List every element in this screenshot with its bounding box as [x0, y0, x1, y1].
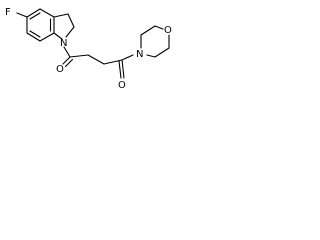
- bond-c6-c7-inner: [29, 30, 41, 38]
- atom-amide-oxygen-2: O: [118, 80, 126, 91]
- bond-c3-c2: [67, 13, 75, 28]
- bond-c8-c9: [69, 54, 89, 58]
- bond-c11-n2: [121, 54, 134, 61]
- bond-n1-c8: [63, 46, 71, 58]
- bond-c3a-c4: [39, 8, 55, 18]
- bond-c8-o1-b: [64, 58, 74, 68]
- bond-c11-o2-a: [121, 59, 125, 79]
- atom-amide-oxygen-1: O: [56, 64, 64, 75]
- bond-c4-c5: [26, 8, 41, 18]
- bond-c3a-c3: [53, 13, 69, 18]
- bond-c14-c15: [154, 47, 170, 58]
- bond-c5-f: [16, 12, 28, 18]
- atom-morpholine-oxygen: O: [164, 25, 172, 36]
- benzene-ring: [26, 8, 55, 42]
- bond-c8-o1-a: [62, 56, 71, 65]
- atom-morpholine-nitrogen: N: [136, 49, 143, 60]
- chemical-structure-diagram: F N O O N O: [5, 7, 172, 91]
- bond-n1-c7a: [53, 32, 63, 40]
- bond-c13-o3: [154, 25, 164, 30]
- bond-c12-c13: [140, 25, 156, 36]
- bond-c2-n1: [65, 26, 75, 38]
- bond-c9-c10: [87, 54, 105, 65]
- pyrroline-ring: [53, 13, 75, 40]
- atom-fluorine: F: [5, 7, 11, 18]
- bond-c6-c7: [26, 32, 41, 42]
- bond-c7-c7a: [39, 32, 55, 42]
- bond-c15-n2: [146, 54, 156, 58]
- atom-indoline-nitrogen: N: [60, 38, 67, 49]
- morpholine-ring: [140, 25, 170, 58]
- bond-c11-o2-b: [118, 60, 122, 79]
- bond-c4-c5-inner: [29, 12, 41, 20]
- linker-chain: [62, 46, 134, 79]
